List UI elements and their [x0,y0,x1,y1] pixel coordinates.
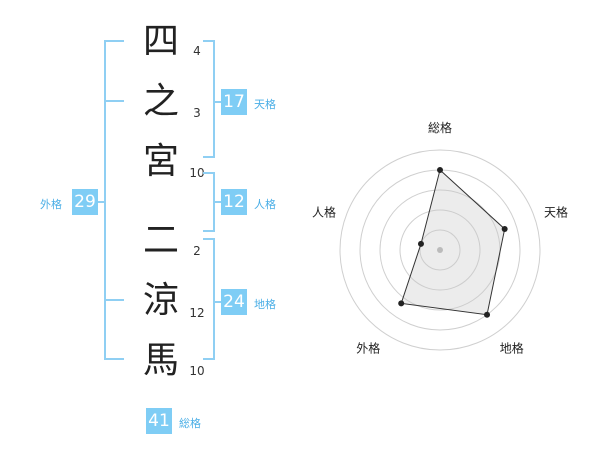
tenkaku-bracket-top [203,40,215,42]
chikaku-bracket-top [203,238,215,240]
name-char-5: 涼 [142,280,179,321]
gaikaku-bracket-tick-5 [104,299,124,301]
tenkaku-value: 17 [221,89,247,115]
chikaku-bracket-vertical [213,238,215,360]
stroke-count-6: 10 [189,364,205,378]
radar-point-2 [501,225,508,232]
jinkaku-bracket-top [203,172,215,174]
radar-center-dot [437,247,443,253]
radar-series-polygon [400,169,506,316]
gaikaku-bracket-tick-2 [104,100,124,102]
radar-axis-label-3: 地格 [500,341,524,356]
chikaku-bracket-connector [213,301,221,303]
jinkaku-bracket-connector [213,201,221,203]
chikaku-bracket-bottom [203,358,215,360]
stroke-count-4: 2 [193,244,201,258]
radar-point-5 [417,240,424,247]
stroke-count-1: 4 [193,44,201,58]
name-char-6: 馬 [142,340,179,381]
radar-axis-label-5: 人格 [312,204,336,219]
name-char-4: 二 [142,220,179,261]
radar-point-3 [484,311,491,318]
stroke-count-5: 12 [189,306,205,320]
gaikaku-value: 29 [72,189,98,215]
tenkaku-label: 天格 [254,98,276,111]
radar-ring-1 [419,229,461,271]
jinkaku-bracket-bottom [203,230,215,232]
jinkaku-value: 12 [221,189,247,215]
stroke-count-2: 3 [193,106,201,120]
radar-axis-label-1: 総格 [428,120,452,135]
name-char-3: 宮 [142,141,179,182]
soukaku-label: 総格 [179,417,201,430]
gaikaku-bracket-bottom [104,358,124,360]
gaikaku-bracket-connector [98,201,106,203]
chikaku-value: 24 [221,289,247,315]
name-char-2: 之 [142,81,179,122]
tenkaku-bracket-vertical [213,40,215,158]
radar-axis-label-2: 天格 [544,204,568,219]
radar-point-1 [437,167,443,173]
gaikaku-bracket-top [104,40,124,42]
name-char-1: 四 [142,21,179,62]
tenkaku-bracket-bottom [203,156,215,158]
radar-point-4 [398,300,405,307]
chikaku-label: 地格 [254,298,276,311]
radar-ring-5 [339,149,541,351]
gaikaku-label: 外格 [40,198,62,211]
gaikaku-bracket-vertical [104,40,106,360]
jinkaku-label: 人格 [254,198,276,211]
stroke-count-3: 10 [189,166,205,180]
tenkaku-bracket-connector [213,101,221,103]
radar-ring-2 [399,209,481,291]
soukaku-value: 41 [146,408,172,434]
radar-axis-label-4: 外格 [356,341,380,356]
